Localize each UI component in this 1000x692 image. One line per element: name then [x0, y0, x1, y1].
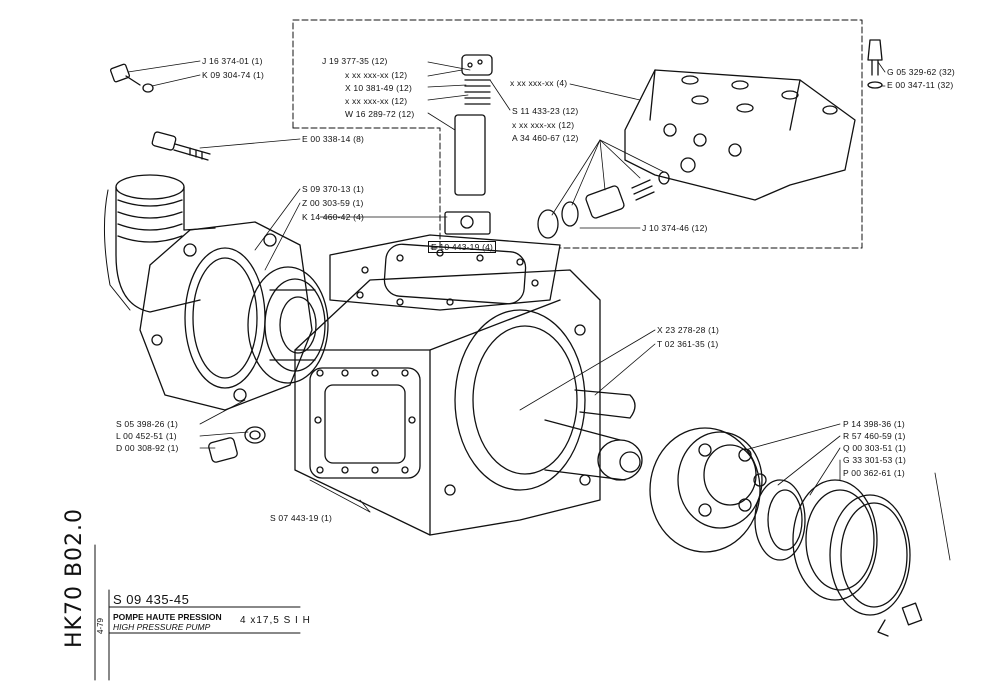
sheet-code: HK70 B02.0 — [62, 507, 87, 648]
label-p14398: P 14 398-36 (1) — [843, 419, 905, 429]
bearing-right — [649, 427, 767, 553]
sheet-date: 4-79 — [96, 617, 105, 634]
reference-number: S 09 435-45 — [113, 592, 190, 607]
valve-subassembly-frame — [292, 19, 863, 249]
label-a34460: A 34 460-67 (12) — [512, 133, 579, 143]
label-r57460: R 57 460-59 (1) — [843, 431, 906, 441]
plunger-assembly — [444, 54, 493, 235]
label-xx2: x xx xxx-xx (12) — [345, 96, 408, 106]
label-s11433: S 11 433-23 (12) — [512, 106, 579, 116]
leader-lines — [127, 60, 951, 561]
label-s07443: S 07 443-19 (1) — [270, 513, 333, 523]
elbow-pipe — [103, 174, 216, 313]
seal-rings — [754, 479, 923, 637]
screw-e00338 — [151, 131, 211, 161]
valve-head — [624, 39, 883, 201]
label-k14460: K 14 460-42 (4) — [302, 212, 365, 222]
label-g33301: G 33 301-53 (1) — [843, 455, 907, 465]
label-e00347: E 00 347-11 (32) — [887, 80, 954, 90]
bearing-left — [247, 266, 329, 384]
label-j19377: J 19 377-35 (12) — [322, 56, 388, 66]
label-e00338: E 00 338-14 (8) — [302, 134, 365, 144]
label-xx3: x xx xxx-xx (12) — [512, 120, 575, 130]
label-e10443: E 10 443-19 (4) — [428, 241, 497, 253]
drain-plug — [208, 426, 266, 463]
label-q00303: Q 00 303-51 (1) — [843, 443, 907, 453]
flange-plate — [139, 221, 313, 411]
label-j10374: J 10 374-46 (12) — [642, 223, 708, 233]
label-t02361: T 02 361-35 (1) — [657, 339, 719, 349]
top-gasket — [329, 234, 561, 311]
label-s05398: S 05 398-26 (1) — [116, 419, 179, 429]
label-x23278: X 23 278-28 (1) — [657, 325, 720, 335]
label-x10381: X 10 381-49 (12) — [345, 83, 412, 93]
label-w16289: W 16 289-72 (12) — [345, 109, 415, 119]
pump-housing — [294, 269, 643, 536]
label-xx4: x xx xxx-xx (4) — [510, 78, 568, 88]
title-block-lines — [94, 544, 301, 681]
label-j16374: J 16 374-01 (1) — [202, 56, 263, 66]
model-designation: 4 x17,5 S I H — [240, 615, 311, 626]
label-d00308: D 00 308-92 (1) — [116, 443, 179, 453]
label-xx1: x xx xxx-xx (12) — [345, 70, 408, 80]
screw-j16374 — [110, 63, 154, 93]
label-l00452: L 00 452-51 (1) — [116, 431, 177, 441]
label-k09304: K 09 304-74 (1) — [202, 70, 265, 80]
label-g05329: G 05 329-62 (32) — [887, 67, 955, 77]
title-french: POMPE HAUTE PRESSION — [113, 612, 222, 622]
label-z00303: Z 00 303-59 (1) — [302, 198, 364, 208]
label-p00362: P 00 362-61 (1) — [843, 468, 905, 478]
title-english: HIGH PRESSURE PUMP — [113, 622, 211, 632]
label-s09370: S 09 370-13 (1) — [302, 184, 365, 194]
